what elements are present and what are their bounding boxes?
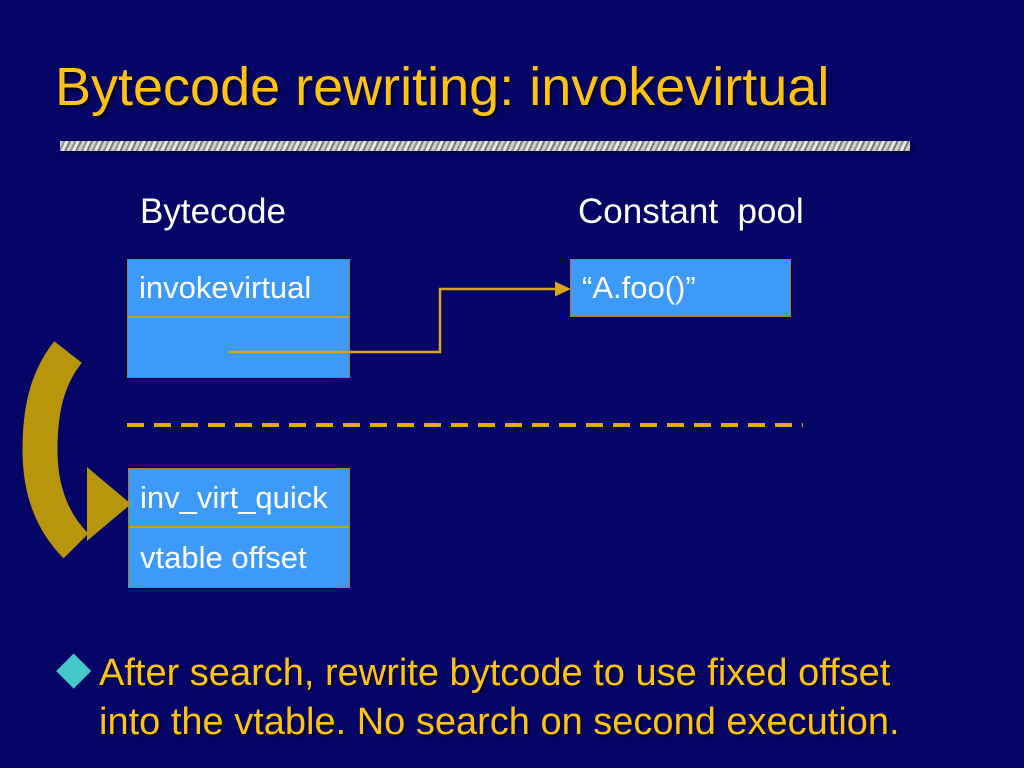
bytecode-opcode-cell: invokevirtual xyxy=(128,260,349,318)
quick-opcode-cell: inv_virt_quick xyxy=(129,469,349,528)
slide-title: Bytecode rewriting: invokevirtual xyxy=(55,57,830,117)
constant-pool-entry-cell: “A.foo()” xyxy=(582,270,696,305)
bullet-paragraph: After search, rewrite bytcode to use fix… xyxy=(99,649,900,747)
bytecode-column-label: Bytecode xyxy=(140,192,286,231)
bullet-line-2: into the vtable. No search on second exe… xyxy=(99,701,900,743)
title-divider-bar xyxy=(60,141,910,151)
diamond-bullet-icon: ◆ xyxy=(56,641,92,693)
vtable-offset-cell: vtable offset xyxy=(140,539,307,575)
connector-arrowhead-icon xyxy=(555,281,571,297)
constant-pool-box: “A.foo()” xyxy=(570,259,791,317)
constant-pool-column-label: Constant pool xyxy=(578,192,804,231)
rewritten-bytecode-box: inv_virt_quick vtable offset xyxy=(128,468,350,588)
curved-arrowhead-icon xyxy=(87,467,131,541)
bytecode-box: invokevirtual xyxy=(127,259,350,378)
bullet-line-1: After search, rewrite bytcode to use fix… xyxy=(99,652,891,694)
bytecode-operand-cell xyxy=(128,318,349,377)
curved-arrow-icon xyxy=(22,341,89,559)
